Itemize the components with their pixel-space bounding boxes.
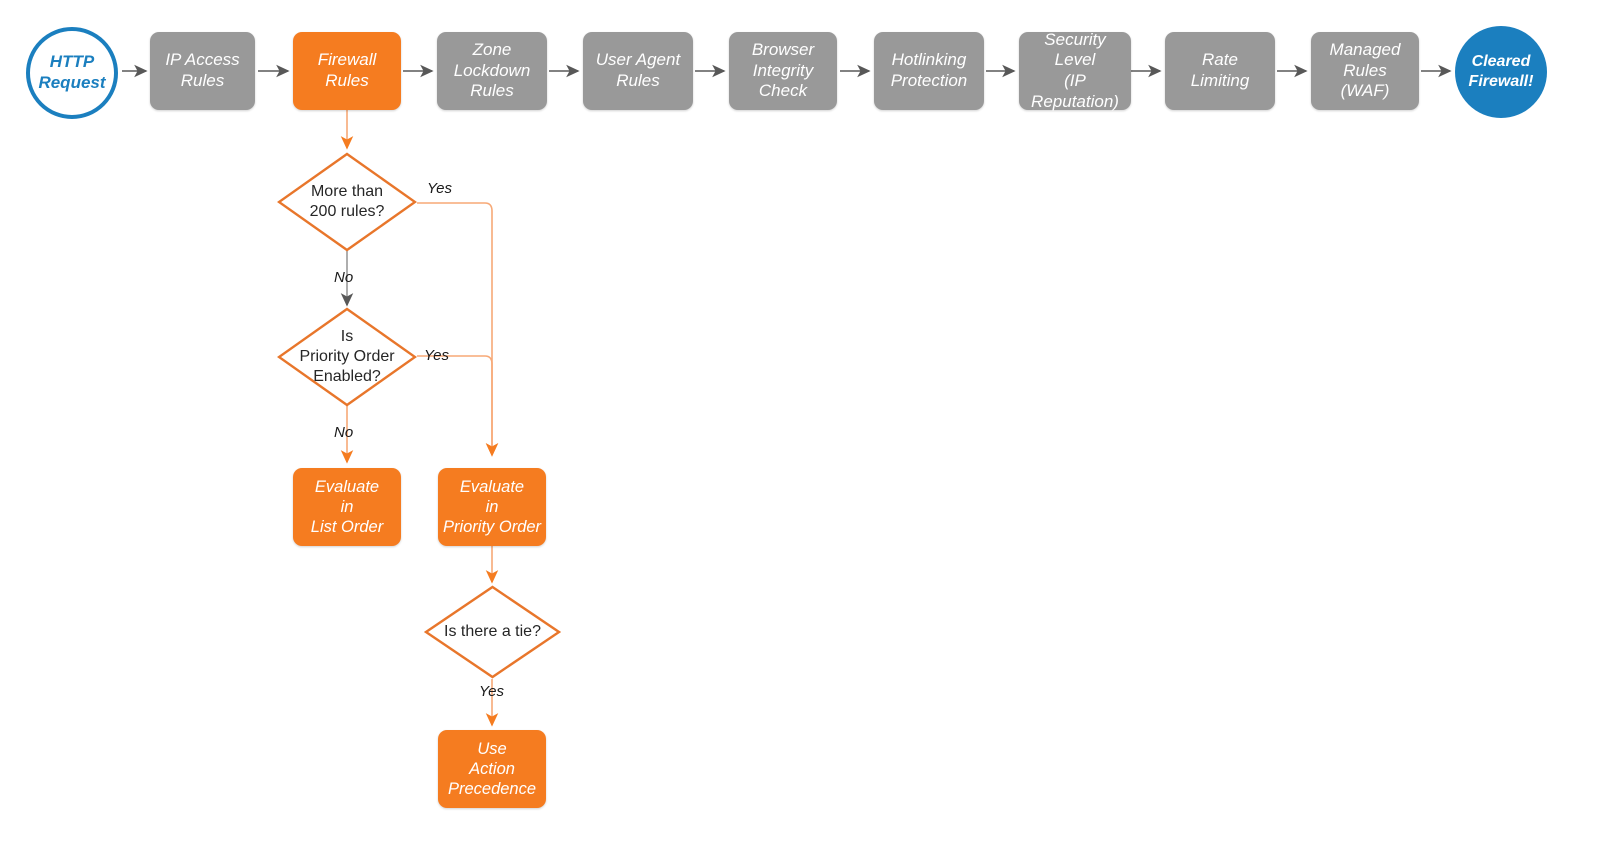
step-label-line2: Rules xyxy=(1343,60,1387,80)
step-ip-access-rules[interactable]: IP Access Rules xyxy=(150,32,255,110)
outcome-label-line2: in xyxy=(485,497,499,516)
step-managed-rules-waf[interactable]: Managed Rules (WAF) xyxy=(1311,32,1419,110)
outcome-evaluate-in-list-order[interactable]: Evaluate in List Order xyxy=(293,468,401,546)
step-hotlinking-protection[interactable]: Hotlinking Protection xyxy=(874,32,984,110)
step-firewall-rules[interactable]: Firewall Rules xyxy=(293,32,401,110)
step-label-line2: Limiting xyxy=(1190,71,1250,90)
end-node-label-line2: Firewall! xyxy=(1468,73,1534,90)
step-label-line1: Rate xyxy=(1202,50,1238,70)
step-label-line2: Integrity xyxy=(752,60,814,80)
outcome-label-line1: Evaluate xyxy=(314,477,380,496)
step-label-line2: Protection xyxy=(890,71,968,90)
step-label-line1: Firewall xyxy=(317,50,377,70)
step-security-level[interactable]: Security Level (IP Reputation) xyxy=(1019,29,1131,111)
edge-label-rule-count-no: No xyxy=(334,269,354,286)
edge-label-tie-yes: Yes xyxy=(479,683,505,700)
step-label-line1: IP Access xyxy=(165,50,240,70)
step-label-line2: Rules xyxy=(180,71,225,90)
end-node-label-line1: Cleared xyxy=(1471,53,1531,71)
step-browser-integrity-check[interactable]: Browser Integrity Check xyxy=(729,32,837,110)
outcome-label-line1: Use xyxy=(477,739,507,758)
decision-rule-count-label: More than 200 rules? xyxy=(309,183,385,220)
diamond-shape xyxy=(277,152,417,252)
edge-label-priority-order-yes: Yes xyxy=(424,347,450,364)
decision-priority-order-label: Is Priority Order Enabled? xyxy=(299,328,395,385)
outcome-evaluate-in-priority-order[interactable]: Evaluate in Priority Order xyxy=(438,468,546,546)
edge-label-rule-count-yes: Yes xyxy=(427,180,453,197)
step-label-line3: Rules xyxy=(470,81,514,101)
step-label-line2: Lockdown xyxy=(453,60,531,80)
end-node-cleared-firewall[interactable]: Cleared Firewall! xyxy=(1455,26,1547,118)
step-label-line3: Check xyxy=(758,81,808,101)
decision-rule-count[interactable]: More than 200 rules? xyxy=(277,152,417,252)
step-user-agent-rules[interactable]: User Agent Rules xyxy=(583,32,693,110)
outcome-label-line3: Precedence xyxy=(447,780,537,799)
step-label-line2: Rules xyxy=(325,71,369,90)
step-rate-limiting[interactable]: Rate Limiting xyxy=(1165,32,1275,110)
outcome-label-line2: Action xyxy=(469,759,515,778)
outcome-label-line2: in xyxy=(340,497,354,516)
step-label-line1: Zone xyxy=(472,39,512,59)
start-node-http-request[interactable]: HTTP Request xyxy=(26,27,118,119)
step-label-line3: (IP Reputation) xyxy=(1031,71,1119,111)
decision-tie[interactable]: Is there a tie? xyxy=(424,585,561,679)
outcome-label-line3: List Order xyxy=(310,518,384,537)
edge-priorityorder-yes xyxy=(417,355,499,457)
step-label-line1: Security xyxy=(1044,29,1106,49)
outcome-label-line1: Evaluate xyxy=(459,477,525,496)
edge-label-priority-order-no: No xyxy=(334,424,354,441)
step-zone-lockdown-rules[interactable]: Zone Lockdown Rules xyxy=(437,32,547,110)
step-label-line2: Rules xyxy=(616,71,660,90)
step-label-line1: User Agent xyxy=(595,50,681,70)
step-label-line1: Managed xyxy=(1329,39,1401,59)
decision-tie-label: Is there a tie? xyxy=(444,623,541,640)
step-label-line2: Level xyxy=(1054,50,1096,70)
step-label-line1: Browser xyxy=(751,39,815,59)
step-label-line3: (WAF) xyxy=(1340,81,1390,101)
diamond-shape xyxy=(424,585,561,679)
edge-rulecount-yes xyxy=(417,202,499,457)
step-label-line1: Hotlinking xyxy=(891,50,967,70)
outcome-label-line3: Priority Order xyxy=(442,518,542,537)
diamond-shape xyxy=(277,307,417,407)
start-node-label-line2: Request xyxy=(38,73,106,92)
outcome-use-action-precedence[interactable]: Use Action Precedence xyxy=(438,730,546,808)
decision-priority-order[interactable]: Is Priority Order Enabled? xyxy=(277,307,417,407)
start-node-label-line1: HTTP xyxy=(49,52,95,72)
